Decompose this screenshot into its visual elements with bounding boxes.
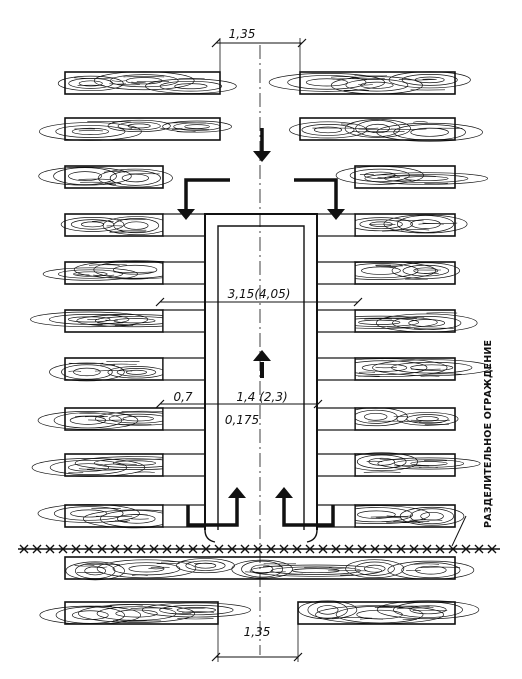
centre-arrow-head (253, 350, 271, 361)
wood-board (343, 407, 459, 431)
inner-width-dim-ticks (155, 399, 323, 409)
bottom-left-arrow (186, 495, 239, 527)
chamber-corners (204, 529, 318, 543)
wood-board (64, 556, 475, 581)
split-arrow-left (184, 178, 230, 210)
fence-cross-mark (344, 544, 354, 554)
chamber-outer-dim-ticks (155, 297, 363, 307)
fence-cross-mark (305, 544, 315, 554)
fence-cross-mark (45, 544, 55, 554)
fence-cross-mark (370, 544, 380, 554)
bottom-right-arrow (282, 495, 335, 527)
wood-board (297, 600, 480, 625)
chamber-outer-width-label: 3,15(4,05) (228, 287, 291, 301)
board-stub-left (162, 261, 206, 285)
wood-board (345, 452, 481, 477)
fence-cross-mark (149, 544, 159, 554)
fence-cross-mark (279, 544, 289, 554)
wood-board (49, 357, 166, 382)
side-width-label: 0,7 (173, 390, 192, 404)
wooden-boards (30, 71, 492, 625)
wood-board (57, 71, 237, 95)
fence-cross-mark (253, 544, 263, 554)
board-stub-left (162, 309, 206, 333)
board-stub-left (162, 357, 206, 381)
split-arrow-right (294, 178, 338, 210)
fence-cross-mark (32, 544, 42, 554)
fence-cross-mark (162, 544, 172, 554)
fence-cross-mark (71, 544, 81, 554)
board-stub-left (162, 407, 206, 431)
fence-cross-mark (383, 544, 393, 554)
chamber-inner-wall (217, 225, 305, 530)
flow-arrows (177, 128, 345, 527)
fence-cross-mark (292, 544, 302, 554)
fence-cross-mark (201, 544, 211, 554)
fence-cross-mark (110, 544, 120, 554)
wood-board (325, 261, 460, 285)
wood-board (349, 213, 468, 237)
wood-board (30, 309, 193, 333)
fence-cross-mark (318, 544, 328, 554)
fence-cross-mark (123, 544, 133, 554)
wood-board (335, 165, 488, 189)
bottom-right-arrow-head (275, 487, 293, 498)
fence-cross-mark (214, 544, 224, 554)
fence-cross-mark (409, 544, 419, 554)
wood-board (39, 117, 232, 141)
wood-board (38, 165, 173, 189)
fence-cross-mark (396, 544, 406, 554)
fence-cross-mark (422, 544, 432, 554)
board-stub-right (316, 453, 356, 477)
entry-arrow-head (253, 151, 271, 162)
wall-thickness-label: 0,175 (225, 413, 259, 427)
fence-label: РАЗДЕЛИТЕЛЬНОЕ ОГРАЖДЕНИЕ (483, 340, 494, 528)
fence-cross-mark (435, 544, 445, 554)
board-stub-right (316, 309, 356, 333)
split-arrow-right-head (327, 209, 345, 220)
fence-cross-mark (487, 544, 497, 554)
fence-cross-mark (448, 544, 458, 554)
wood-board (37, 407, 182, 431)
fence-cross-mark (357, 544, 367, 554)
chamber-inner-width-label: 1,4 (2,3) (236, 390, 287, 404)
fence-label-leader (451, 515, 467, 547)
wood-board (289, 117, 483, 142)
dividing-fence (18, 515, 500, 554)
board-stub-right (316, 261, 356, 285)
board-stub-right (316, 357, 356, 381)
fence-cross-mark (188, 544, 198, 554)
fence-cross-mark (331, 544, 341, 554)
top-width-label: 1,35 (229, 27, 256, 41)
fence-cross-mark (266, 544, 276, 554)
bottom-width-label: 1,35 (244, 625, 271, 639)
wood-board (268, 71, 471, 95)
fence-cross-mark (175, 544, 185, 554)
fence-cross-mark (84, 544, 94, 554)
bottom-left-arrow-head (228, 487, 246, 498)
wood-board (42, 260, 197, 285)
chamber-outer-wall (204, 213, 318, 530)
fence-cross-mark (97, 544, 107, 554)
fence-cross-mark (58, 544, 68, 554)
wood-board (321, 357, 492, 381)
fence-cross-mark (227, 544, 237, 554)
wood-board (60, 213, 170, 237)
board-stub-left (162, 453, 206, 477)
fence-cross-mark (240, 544, 250, 554)
fence-cross-mark (461, 544, 471, 554)
chamber-walls (162, 45, 356, 655)
board-stub-right (316, 407, 356, 431)
fence-cross-mark (474, 544, 484, 554)
split-arrow-left-head (177, 209, 195, 220)
fence-cross-mark (136, 544, 146, 554)
wood-board (39, 601, 251, 625)
fence-cross-mark (19, 544, 29, 554)
dimension-lines (155, 38, 363, 662)
top-width-dim-ticks (211, 38, 307, 48)
